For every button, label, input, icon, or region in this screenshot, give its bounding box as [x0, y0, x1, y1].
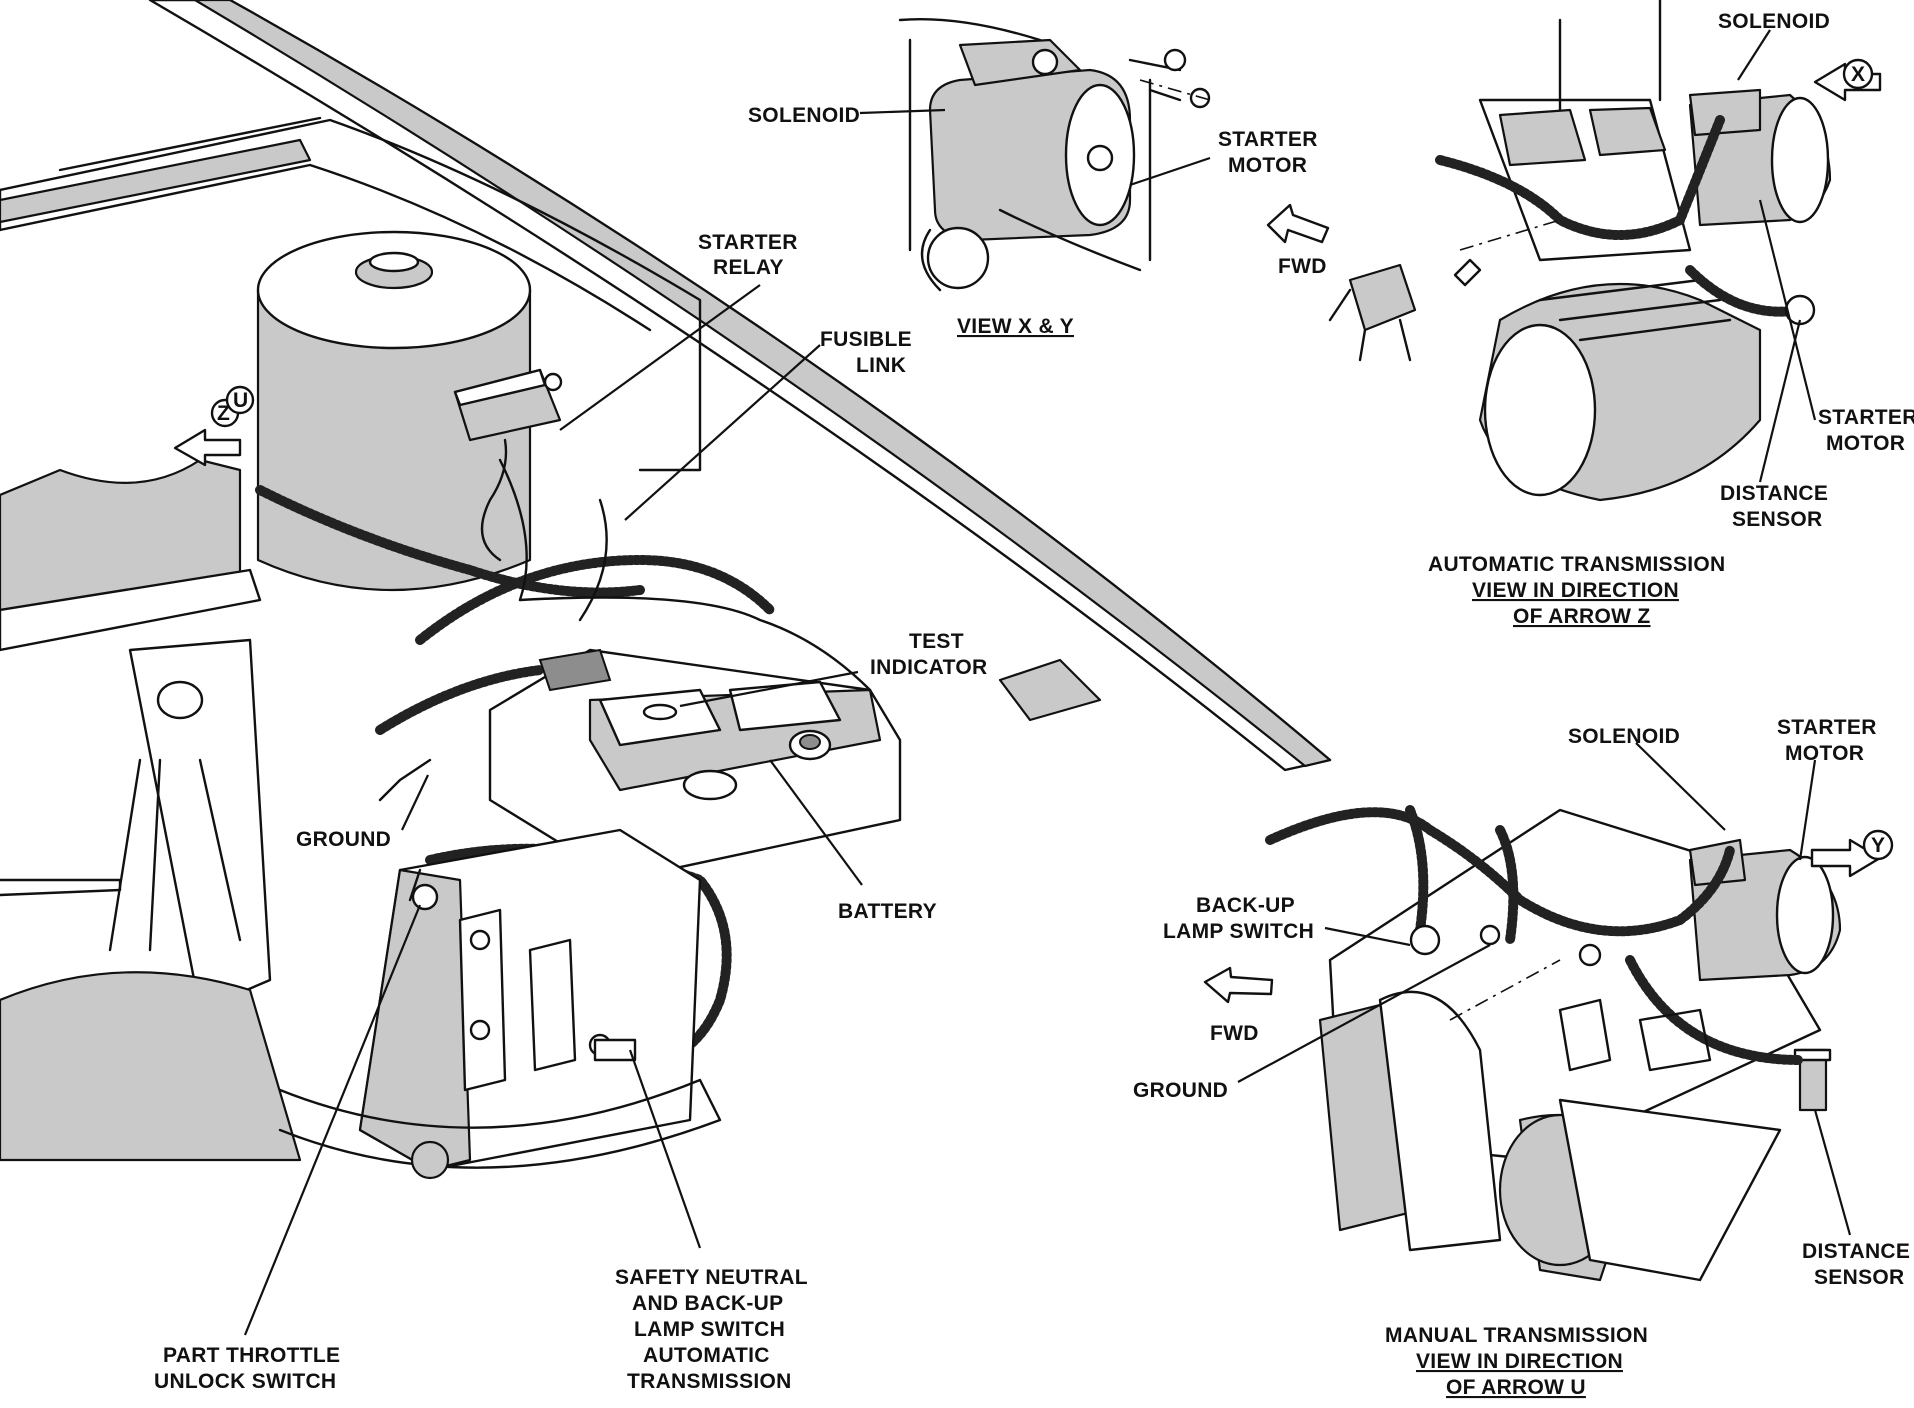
fwd-arrow-manual: [1203, 966, 1274, 1004]
starter-relay: [453, 368, 563, 562]
label-solenoid-manual: SOLENOID: [1568, 725, 1680, 748]
inset-view-xy: [898, 17, 1211, 292]
label-battery: BATTERY: [838, 900, 937, 923]
label-distance-sensor-manual-2: SENSOR: [1814, 1266, 1905, 1289]
fwd-arrow-top: [1266, 203, 1330, 244]
frame-rail: [0, 458, 302, 1162]
leader-lines: [243, 29, 1852, 1336]
label-safety-neutral-4: AUTOMATIC: [643, 1344, 770, 1367]
label-safety-neutral-5: TRANSMISSION: [627, 1370, 792, 1393]
caption-auto-1: AUTOMATIC TRANSMISSION: [1428, 553, 1725, 576]
label-safety-neutral-1: SAFETY NEUTRAL: [615, 1266, 808, 1289]
engine-compartment-drawing: [0, 0, 1332, 1180]
caption-manual-3: OF ARROW U: [1446, 1376, 1586, 1399]
label-view-xy: VIEW X & Y: [957, 315, 1074, 338]
label-starter-motor-top-1: STARTER: [1218, 128, 1318, 151]
arrow-y: [1810, 829, 1894, 878]
label-starter-motor-top-2: MOTOR: [1228, 154, 1307, 177]
label-fusible-link-1: FUSIBLE: [820, 328, 912, 351]
label-solenoid-top: SOLENOID: [748, 104, 860, 127]
label-starter-motor-manual-1: STARTER: [1777, 716, 1877, 739]
label-starter-relay-2: RELAY: [713, 256, 784, 279]
caption-manual-2: VIEW IN DIRECTION: [1416, 1350, 1623, 1373]
label-safety-neutral-3: LAMP SWITCH: [634, 1318, 785, 1341]
caption-auto-2: VIEW IN DIRECTION: [1472, 579, 1679, 602]
caption-manual-1: MANUAL TRANSMISSION: [1385, 1324, 1648, 1347]
transaxle: [278, 828, 722, 1180]
label-distance-sensor-auto-1: DISTANCE: [1720, 482, 1828, 505]
label-ground-manual: GROUND: [1133, 1079, 1228, 1102]
label-starter-motor-manual-2: MOTOR: [1785, 742, 1864, 765]
label-starter-motor-auto-2: MOTOR: [1826, 432, 1905, 455]
arrow-x: [1813, 58, 1882, 102]
label-test-indicator-1: TEST: [909, 630, 964, 653]
caption-auto-3: OF ARROW Z: [1513, 605, 1651, 628]
label-solenoid-auto: SOLENOID: [1718, 10, 1830, 33]
label-fwd-manual: FWD: [1210, 1022, 1259, 1045]
inset-automatic-transmission: [1328, 0, 1832, 502]
label-test-indicator-2: INDICATOR: [870, 656, 987, 679]
label-backup-lamp-1: BACK-UP: [1196, 894, 1295, 917]
arrow-z-u: [173, 385, 255, 467]
label-backup-lamp-2: LAMP SWITCH: [1163, 920, 1314, 943]
arrow-u-letter: U: [233, 389, 248, 412]
label-distance-sensor-manual-1: DISTANCE: [1802, 1240, 1910, 1263]
arrow-z-letter: Z: [217, 402, 230, 425]
label-fusible-link-2: LINK: [856, 354, 906, 377]
label-starter-motor-auto-1: STARTER: [1818, 406, 1914, 429]
air-cleaner: [256, 230, 532, 591]
label-starter-relay-1: STARTER: [698, 231, 798, 254]
arrow-x-letter: X: [1851, 63, 1865, 86]
label-safety-neutral-2: AND BACK-UP: [632, 1292, 783, 1315]
label-part-throttle-1: PART THROTTLE: [163, 1344, 340, 1367]
label-fwd-top: FWD: [1278, 255, 1327, 278]
label-ground-main: GROUND: [296, 828, 391, 851]
label-distance-sensor-auto-2: SENSOR: [1732, 508, 1823, 531]
inset-manual-transmission: [1265, 805, 1842, 1282]
label-part-throttle-2: UNLOCK SWITCH: [154, 1370, 336, 1393]
battery: [488, 648, 902, 882]
arrow-y-letter: Y: [1871, 834, 1885, 857]
